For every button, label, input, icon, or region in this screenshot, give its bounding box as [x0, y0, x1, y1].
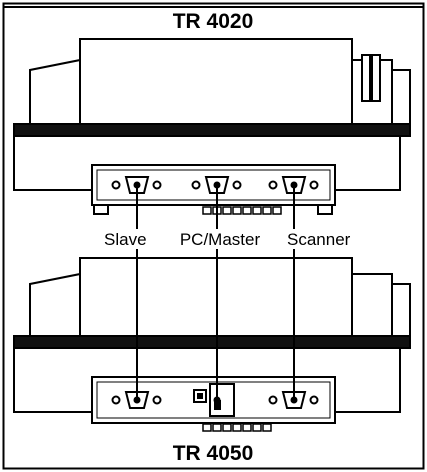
slave-label: Slave	[104, 230, 147, 249]
connection-lines	[133, 181, 298, 404]
tr4020-title: TR 4020	[173, 10, 254, 33]
printer-tr4020	[13, 38, 411, 215]
scanner-label: Scanner	[287, 230, 351, 249]
tr4050-title: TR 4050	[173, 442, 254, 465]
pc-master-label: PC/Master	[180, 230, 261, 249]
